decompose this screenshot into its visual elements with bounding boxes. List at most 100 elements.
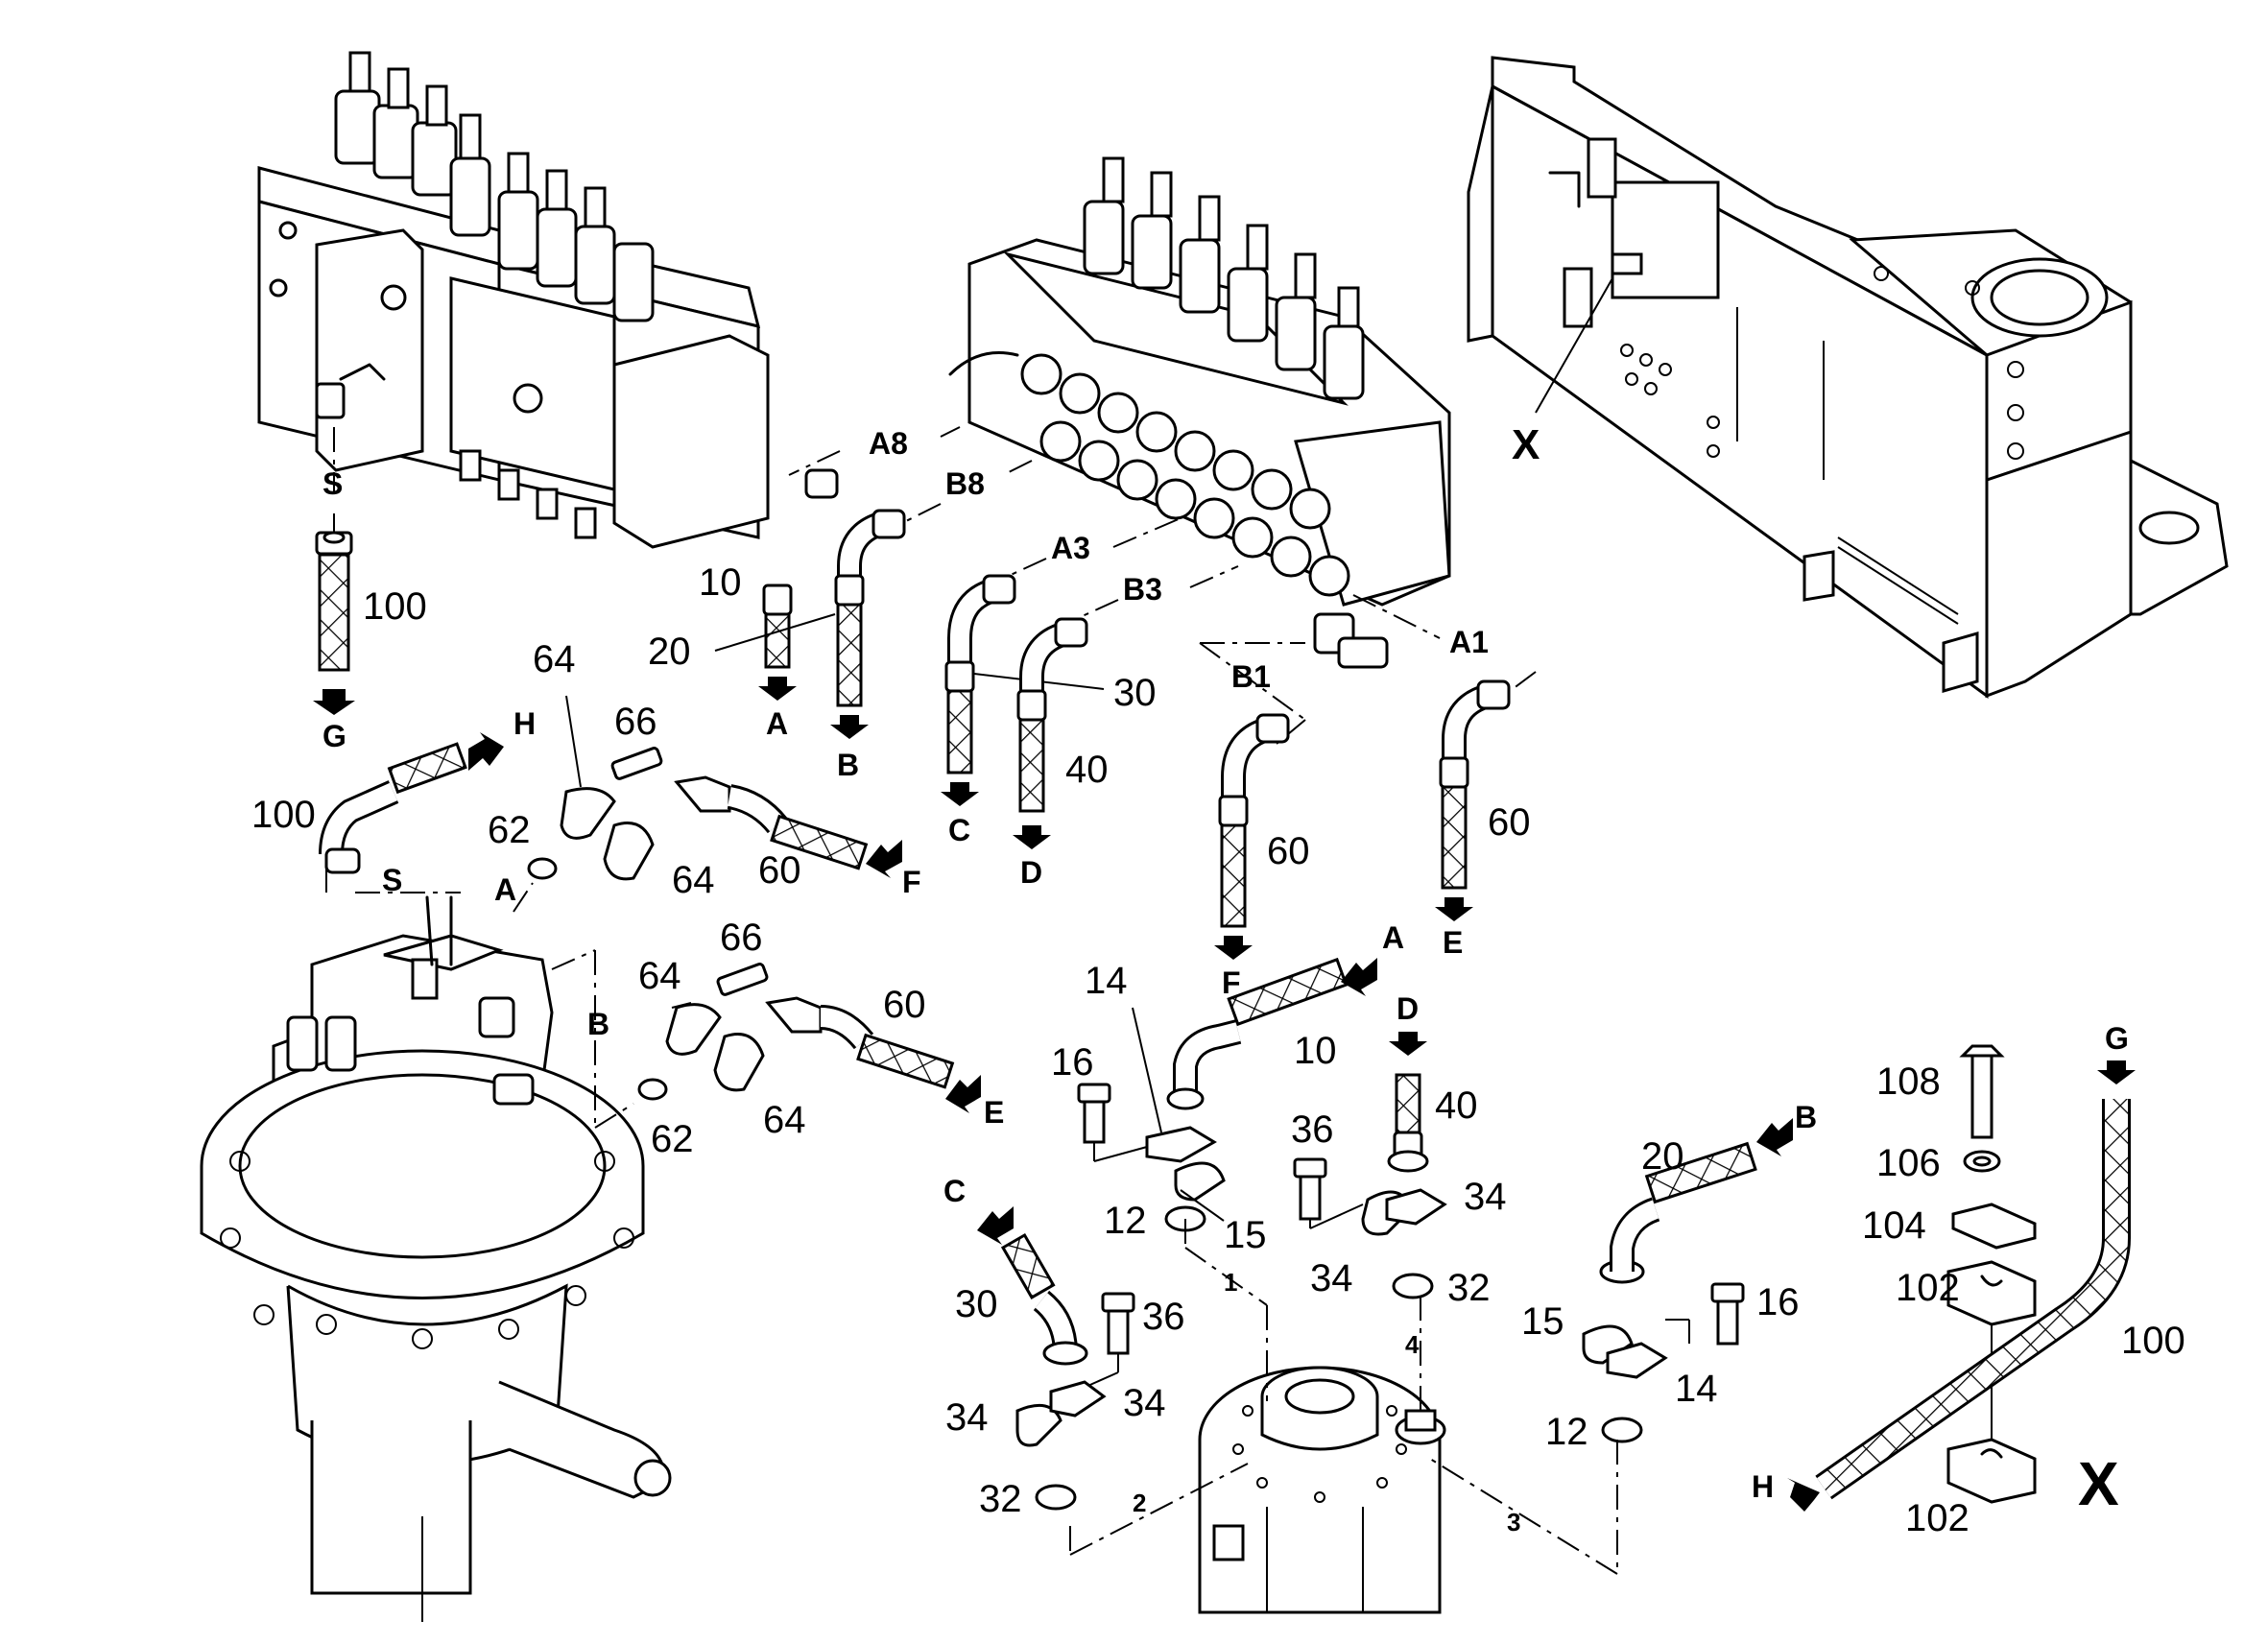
- flange-group-a: 64 66 62 64 60 F: [488, 638, 921, 901]
- callout-66-a: 66: [614, 701, 657, 743]
- callout-36-b: 36: [1142, 1296, 1185, 1338]
- callout-60-left: 60: [758, 849, 801, 892]
- arrow-label-d-top: D: [1020, 855, 1042, 890]
- motor-flange-bolts: [220, 1151, 634, 1349]
- callout-60-left2: 60: [883, 984, 926, 1026]
- callout-36-a: 36: [1291, 1108, 1334, 1151]
- callout-100-left: 100: [251, 794, 316, 836]
- callout-104: 104: [1862, 1204, 1926, 1247]
- detail-view-label: X: [2078, 1449, 2119, 1518]
- callout-30-mid: 30: [955, 1283, 998, 1325]
- arrow-label-f-top: F: [1222, 965, 1241, 1000]
- arrow-label-g: G: [322, 719, 346, 753]
- callout-10-top: 10: [699, 561, 742, 604]
- callout-30-top: 30: [1113, 672, 1157, 714]
- arrow-label-g-right: G: [2105, 1021, 2129, 1056]
- hose-60-b1: 60 F: [1214, 713, 1310, 1000]
- callout-15-b: 15: [1521, 1300, 1564, 1343]
- callout-100-right: 100: [2121, 1320, 2185, 1362]
- callout-64-b: 64: [672, 859, 715, 901]
- swing-motor: [200, 895, 672, 1622]
- arrow-label-b-top: B: [837, 748, 859, 782]
- callout-14-b: 14: [1675, 1368, 1718, 1410]
- callout-106: 106: [1876, 1142, 1941, 1184]
- frame-x-pointer: X: [1512, 277, 1613, 468]
- callout-16-a: 16: [1051, 1041, 1094, 1084]
- callout-62-a: 62: [488, 809, 531, 851]
- port-label-b-motor: B: [587, 1007, 609, 1041]
- callout-60-a1: 60: [1488, 801, 1531, 844]
- port-label-a1: A1: [1449, 625, 1489, 659]
- callout-108: 108: [1876, 1060, 1941, 1103]
- arrow-label-c-top: C: [948, 813, 970, 847]
- callout-12-a: 12: [1104, 1200, 1147, 1242]
- callout-100-top: 100: [363, 585, 427, 628]
- arrow-label-c-mid: C: [943, 1174, 966, 1208]
- detail-x-clamp: 108 106 104 102 102 G 100 H X: [1752, 1021, 2185, 1539]
- arrow-label-f-left: F: [902, 865, 921, 899]
- port-label-a8: A8: [869, 426, 908, 461]
- center-port-labels: A8 B8 A3 B3 B1 A1: [788, 426, 1537, 745]
- motor-port-labels: S A B: [325, 859, 634, 1129]
- hose-60-a1: 60 E: [1435, 679, 1531, 960]
- swivel-bolts: [1232, 1405, 1407, 1503]
- callout-16-b: 16: [1756, 1281, 1800, 1323]
- port-label-b1: B1: [1231, 659, 1271, 694]
- callout-40-mid: 40: [1435, 1084, 1478, 1127]
- arrow-label-h-top: H: [513, 706, 536, 741]
- hose-10-mid: 10 A 14 15 16 12: [1051, 920, 1404, 1256]
- center-valve-ports: [1020, 353, 1350, 597]
- upper-frame: [1467, 56, 2229, 699]
- solenoid-stack-center: [1083, 156, 1365, 400]
- callout-66-b: 66: [720, 917, 763, 959]
- callout-60-b1: 60: [1267, 830, 1310, 872]
- valve-bottom-fittings: [459, 449, 597, 539]
- callout-12-b: 12: [1545, 1411, 1588, 1453]
- position-label-3: 3: [1507, 1508, 1520, 1537]
- callout-102-a: 102: [1896, 1267, 1960, 1309]
- callout-64-a: 64: [533, 638, 576, 680]
- callout-20-top: 20: [648, 631, 691, 673]
- arrow-label-a-mid: A: [1382, 920, 1404, 955]
- port-label-b3: B3: [1123, 572, 1162, 607]
- port-label-a-motor: A: [494, 872, 516, 907]
- position-label-4: 4: [1405, 1330, 1420, 1359]
- hose-20-mid: 20 B 15 16 14 12: [1521, 1100, 1817, 1453]
- port-label-b8: B8: [945, 466, 985, 501]
- solenoid-stack-left: [334, 51, 655, 322]
- arrow-label-e-top: E: [1443, 925, 1463, 960]
- callout-10-mid: 10: [1294, 1030, 1337, 1072]
- hose-20-top: 20 B: [648, 509, 906, 782]
- swivel-position-lines: 1 2 4 3: [1069, 1219, 1618, 1575]
- hose-100-top: S 100 G: [313, 427, 427, 753]
- arrow-label-a-top: A: [766, 706, 788, 741]
- callout-32-a: 32: [1447, 1267, 1491, 1309]
- arrow-label-h-right: H: [1752, 1469, 1774, 1504]
- flange-group-b: 64 66 62 64 60 E: [637, 917, 1004, 1160]
- swivel-joint: [1198, 1366, 1446, 1614]
- hose-40-top: 40 D: [1013, 617, 1109, 890]
- port-label-a3: A3: [1051, 531, 1090, 565]
- callout-32-b: 32: [979, 1478, 1022, 1520]
- hose-30-mid: C 30 36 34 34 32: [943, 1174, 1185, 1520]
- callout-15-a: 15: [1224, 1214, 1267, 1256]
- control-valve-left: [257, 51, 770, 549]
- arrow-label-e-left: E: [984, 1095, 1004, 1130]
- hose-30-top: 30 C: [941, 574, 1157, 847]
- position-label-2: 2: [1133, 1489, 1146, 1517]
- hose-40-mid: D 40 36 34 34 32: [1291, 991, 1507, 1309]
- frame-label-x: X: [1512, 421, 1540, 468]
- callout-102-b: 102: [1905, 1497, 1970, 1539]
- callout-34-d: 34: [945, 1396, 989, 1439]
- callout-64-c: 64: [638, 955, 681, 997]
- callout-34-b: 34: [1310, 1257, 1353, 1299]
- callout-40-top: 40: [1065, 749, 1109, 791]
- callout-14-a: 14: [1085, 960, 1128, 1002]
- arrow-label-d-mid: D: [1397, 991, 1419, 1026]
- control-valve-center: [948, 156, 1451, 669]
- arrow-label-b-mid: B: [1795, 1100, 1817, 1134]
- callout-34-a: 34: [1464, 1176, 1507, 1218]
- callout-64-d: 64: [763, 1099, 806, 1141]
- callout-34-c: 34: [1123, 1382, 1166, 1424]
